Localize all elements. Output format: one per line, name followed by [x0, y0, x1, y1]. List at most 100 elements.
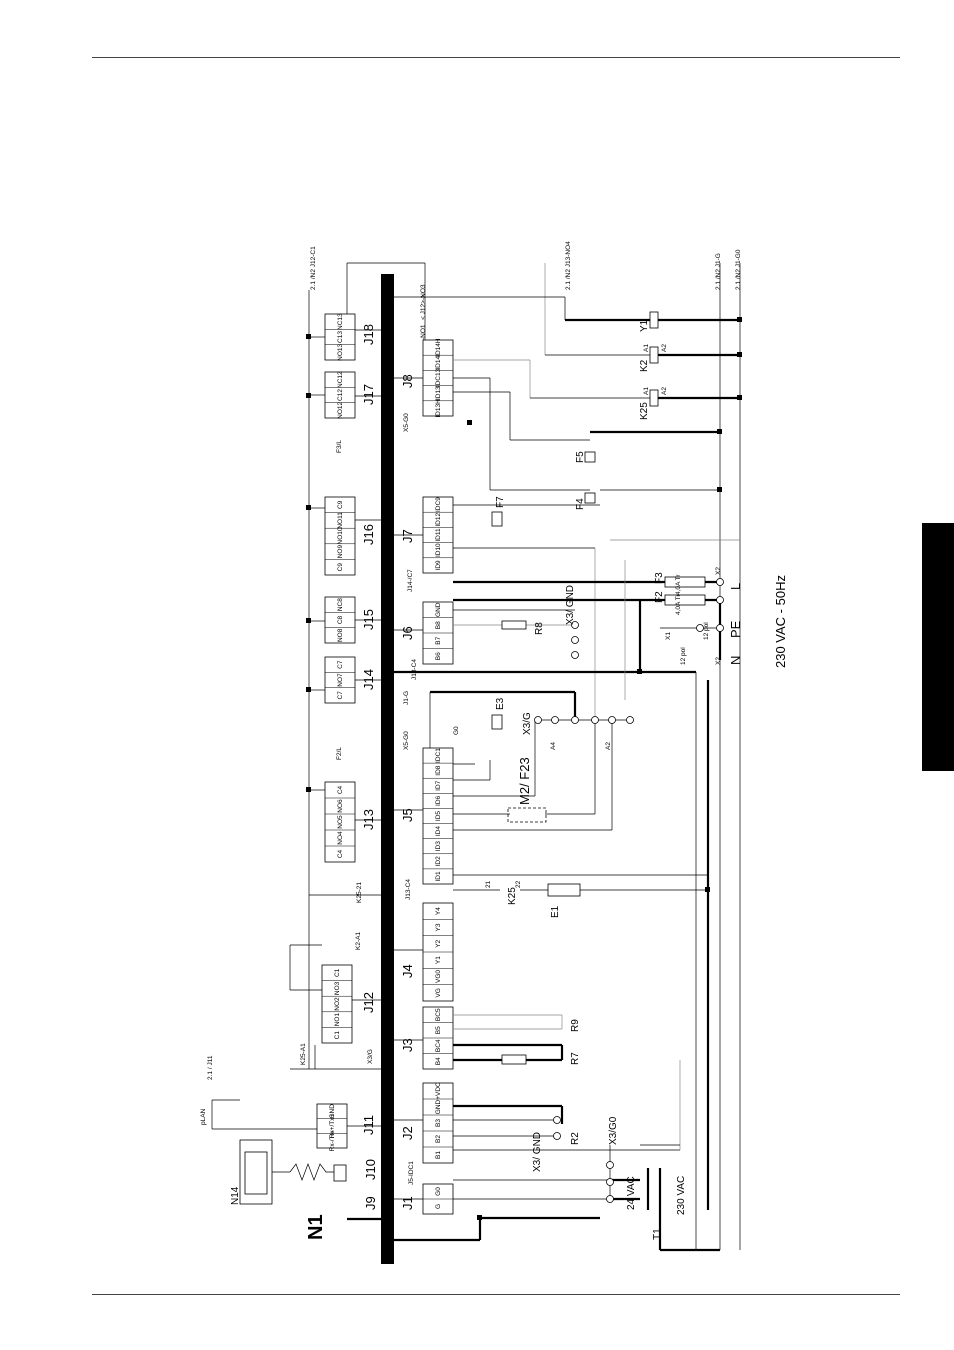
plan-label: pLAN [200, 1108, 207, 1125]
supply-pe: PE [728, 620, 743, 638]
pin-label: C13 [337, 331, 344, 343]
reference-label: 2.1 /N2 J1-G0 [735, 249, 742, 290]
pin-label: NC12 [337, 371, 344, 388]
reference-label: 2.1 /N2 J12-C1 [310, 246, 317, 290]
relay-label: K2 [639, 359, 650, 372]
reference-label: 2.1 /N2 J1-G [715, 253, 722, 290]
terminal-x: X2 [715, 657, 722, 665]
pin-label: B4 [435, 1057, 442, 1065]
contact-label: K25 [507, 887, 518, 905]
pin-label: B5 [435, 1026, 442, 1034]
x3-label: X3/G [522, 712, 533, 735]
wire-label: K25-21 [356, 882, 363, 903]
pin-label: BC4 [435, 1039, 442, 1052]
pin-label: NO7 [337, 673, 344, 687]
heater-label: E1 [550, 905, 561, 918]
pin-label: C7 [337, 660, 344, 669]
connector-label: J18 [361, 324, 376, 345]
sensor-label: R9 [570, 1019, 581, 1032]
x3-label: X3/ GND [532, 1132, 543, 1172]
relay-pin: A1 [643, 344, 650, 352]
connector-label: J2 [400, 1126, 415, 1140]
pin-label: Rx+/Tx+ [329, 1114, 336, 1139]
pin-label: VG [435, 988, 442, 997]
connector-label: J12 [361, 992, 376, 1013]
connector-label: J9 [363, 1196, 378, 1210]
pin-label: ID1 [435, 871, 442, 882]
pin-label: NO13 [337, 343, 344, 360]
supply-n: N [728, 656, 743, 665]
pin-label: BC5 [435, 1008, 442, 1021]
pin-labels: GG0B1B2B3GND+VDCB4BC4B5BC5VGVG0Y1Y2Y3Y4I… [317, 313, 453, 1209]
pin-label: C12 [337, 389, 344, 401]
pin-label: C8 [337, 615, 344, 624]
pin-label: ID6 [435, 795, 442, 806]
pin-label: ID8 [435, 765, 442, 776]
wire-label: J13-C4 [411, 659, 418, 680]
relay-label: Y1 [639, 319, 650, 332]
pin-label: Y1 [435, 956, 442, 964]
pin-label: ID10 [435, 543, 442, 557]
pin-label: C4 [337, 785, 344, 794]
pol-label: 12 pol [703, 622, 710, 640]
x3-label: X3/G0 [608, 1116, 619, 1145]
switch-label: E3 [495, 697, 506, 710]
pin-label: ID13H [435, 399, 442, 418]
relay-label: K25 [639, 402, 650, 420]
fuse-rating: 4,0A Tr [675, 594, 682, 615]
pin-label: NO12 [337, 401, 344, 418]
connector-label: J3 [400, 1038, 415, 1052]
transformer-label: T1 [652, 1228, 663, 1240]
pin-label: NO9 [337, 545, 344, 559]
component-labels: R2 R7 R9 R8 E3 F7 F4 F5 M2/ F23 K25 A1 A… [453, 319, 668, 1172]
wire-label: X5-G0 [403, 731, 410, 750]
wire-label: X5-G0 [403, 413, 410, 432]
pin-label: NO3 [334, 981, 341, 995]
pin-label: NO2 [334, 997, 341, 1011]
power-section: T1 24 VAC 230 VAC F2 4,0A Tr F3 4,0A Tr … [626, 567, 788, 1240]
pin-label: NO4 [337, 831, 344, 845]
signal-label: G0 [453, 726, 460, 735]
pin-label: GND [329, 1104, 336, 1119]
cross-references: 2.1 / J11 2.1 /N2 J12-C1 2.1 /N2 J13-NO4… [200, 241, 742, 1205]
board-bus [381, 274, 394, 1264]
reference-label: 2.1 /N2 J13-NO4 [565, 241, 572, 290]
pin-label: B6 [435, 652, 442, 660]
wire-label: -NO3 [420, 284, 427, 300]
switch-label: F7 [495, 496, 506, 508]
pin-label: ID13 [435, 386, 442, 400]
pin-label: ID4 [435, 826, 442, 837]
wiring [211, 262, 742, 1252]
wire-label: K2-A1 [355, 932, 362, 950]
pin-label: ID3 [435, 841, 442, 852]
transformer-primary: 230 VAC [676, 1176, 687, 1215]
relay-pin: A1 [643, 387, 650, 395]
pin-label: GND [435, 602, 442, 617]
pin-label: IDC13 [435, 368, 442, 387]
pin-label: B1 [435, 1151, 442, 1159]
pin-label: NC13 [337, 313, 344, 330]
pol-label: 12 pol [680, 647, 687, 665]
sensor-label: R7 [570, 1052, 581, 1065]
connector-label: J5 [400, 808, 415, 822]
pin-label: Rx-/Tx- [329, 1130, 336, 1151]
wire-labels: X3/ G J5-IDC1 X3/G K25-A1 K2-A1 K25-21 J… [300, 284, 427, 1235]
pin-label: NO1 [334, 1013, 341, 1027]
supply-text: 230 VAC - 50Hz [773, 575, 788, 668]
wire-label: J1-G [403, 691, 410, 705]
wire-label: J13-C4 [405, 879, 412, 900]
pin-label: B7 [435, 636, 442, 644]
pin-label: C9 [337, 500, 344, 509]
motor-label: M2/ F23 [517, 757, 532, 805]
connector-label: J10 [363, 1159, 378, 1180]
signal-label: A4 [550, 742, 557, 750]
relay-pin: A2 [661, 344, 668, 352]
pin-label: G0 [435, 1187, 442, 1196]
pin-label: ID12 [435, 513, 442, 527]
footer-rule [92, 1294, 900, 1295]
wire-label: X3/ G [382, 1218, 389, 1235]
switch-label: F5 [575, 451, 586, 463]
connector-label: J8 [400, 374, 415, 388]
